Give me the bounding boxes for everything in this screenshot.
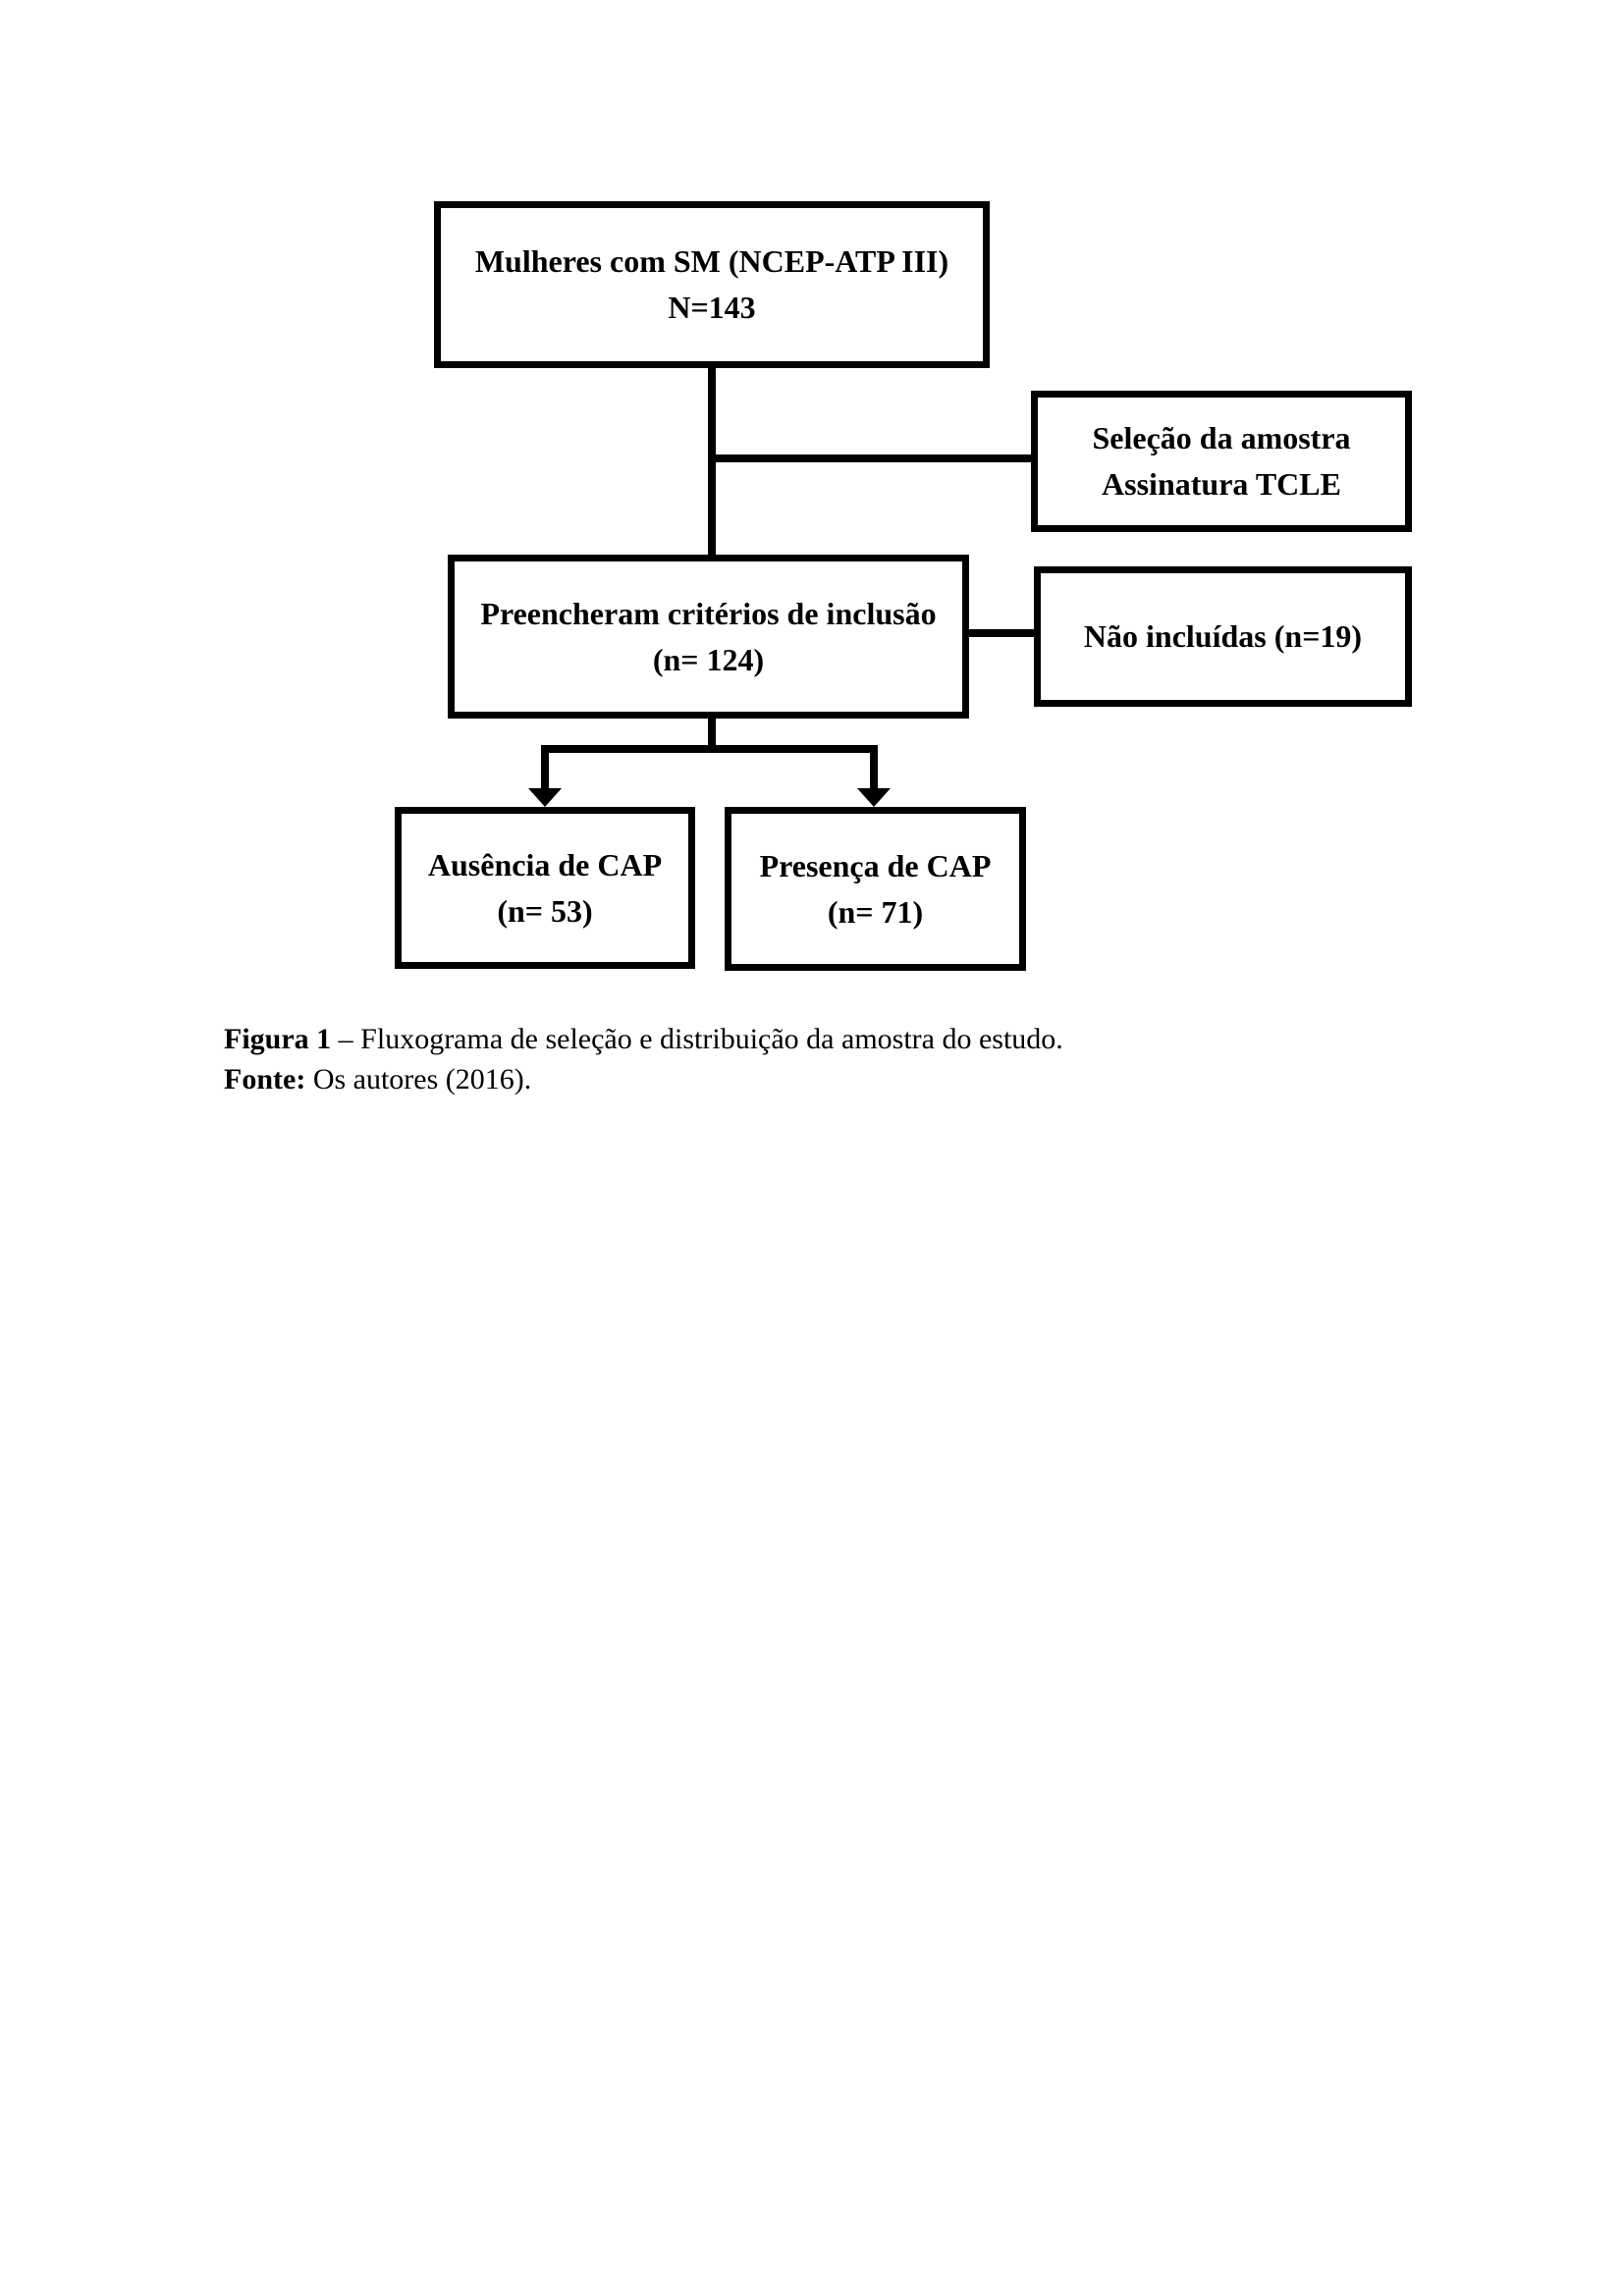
connector-stem-to-selecao [708,454,1031,462]
node-label-line1: Mulheres com SM (NCEP-ATP III) [474,243,949,279]
arrowhead-down-icon [528,788,562,807]
figure-caption-line1: Figura 1 – Fluxograma de seleção e distr… [224,1019,1063,1059]
flowchart-node-ausencia-cap: Ausência de CAP (n= 53) [395,807,695,969]
node-label-line1: Presença de CAP [759,847,992,883]
connector-branch-horizontal [541,745,878,753]
node-label-line2: (n= 124) [652,641,765,677]
connector-branch-drop-left [541,745,549,790]
flowchart-node-selecao-amostra: Seleção da amostra Assinatura TCLE [1031,391,1412,532]
node-label-line2: Assinatura TCLE [1102,466,1341,502]
flowchart-node-criterios-inclusao: Preencheram critérios de inclusão (n= 12… [448,555,969,719]
connector-top-to-criterios [708,368,716,557]
arrowhead-down-icon [857,788,891,807]
flowchart-node-nao-incluidas: Não incluídas (n=19) [1034,566,1412,707]
connector-criterios-to-branch [708,717,716,753]
node-label-line1: Preencheram critérios de inclusão [480,595,937,631]
figure-caption-text: – Fluxograma de seleção e distribuição d… [331,1023,1063,1055]
node-label-line1: Não incluídas (n=19) [1083,618,1363,654]
figure-source-text: Os autores (2016). [305,1063,532,1095]
node-label-line2: (n= 71) [827,893,924,930]
figure-caption-line2: Fonte: Os autores (2016). [224,1059,1063,1099]
node-label-line2: (n= 53) [497,892,593,929]
figure-source-label: Fonte: [224,1063,306,1095]
figure-caption-label: Figura 1 [224,1023,332,1055]
flowchart-node-presenca-cap: Presença de CAP (n= 71) [725,807,1026,971]
figure-caption: Figura 1 – Fluxograma de seleção e distr… [224,1019,1063,1099]
flowchart-node-mulheres-sm: Mulheres com SM (NCEP-ATP III) N=143 [434,201,990,368]
node-label-line1: Ausência de CAP [427,846,663,882]
node-label-line1: Seleção da amostra [1092,420,1351,455]
connector-branch-drop-right [870,745,878,790]
connector-criterios-to-nao [967,629,1034,637]
node-label-line2: N=143 [668,290,756,325]
